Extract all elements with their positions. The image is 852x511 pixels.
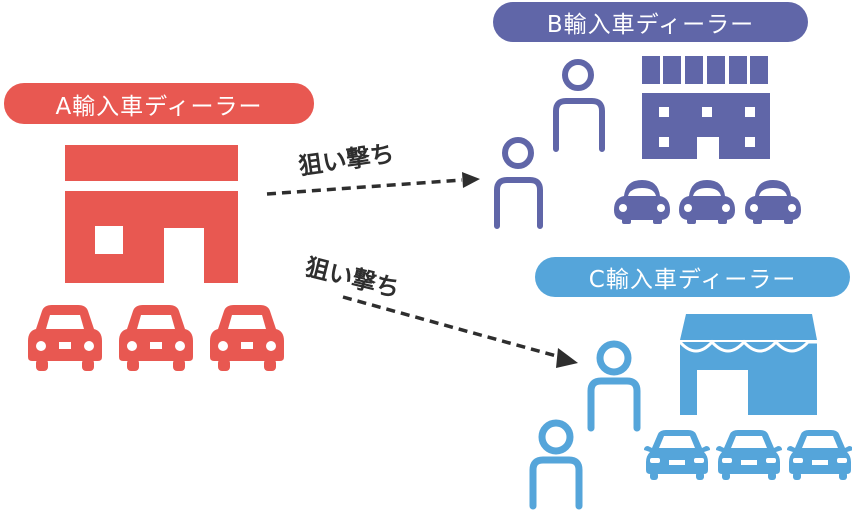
dealer-b-label: B輸入車ディーラー xyxy=(493,2,808,42)
dealer-b-cars xyxy=(614,180,801,224)
office-building-icon xyxy=(642,56,770,159)
person-icon xyxy=(494,137,543,229)
person-icon xyxy=(587,340,641,432)
car-icon xyxy=(644,430,710,480)
store-building-icon xyxy=(65,145,238,283)
car-icon xyxy=(716,430,782,480)
dealer-a-label: A輸入車ディーラー xyxy=(4,83,314,124)
awning-shop-icon xyxy=(678,314,817,415)
car-icon xyxy=(679,180,735,224)
person-icon xyxy=(529,419,583,510)
car-icon xyxy=(614,180,670,224)
arrow-to-b xyxy=(266,172,480,196)
dealer-c-label: C輸入車ディーラー xyxy=(535,257,850,297)
arrow-to-c xyxy=(342,295,578,368)
dealer-b-people xyxy=(494,59,605,229)
car-icon xyxy=(210,305,284,371)
dealer-a-cars xyxy=(28,305,284,371)
dealer-c-cars xyxy=(644,430,852,480)
person-icon xyxy=(553,59,605,152)
car-icon xyxy=(787,430,852,480)
car-icon xyxy=(119,305,193,371)
car-icon xyxy=(28,305,102,371)
car-icon xyxy=(745,180,801,224)
dealer-c-people xyxy=(529,340,641,510)
